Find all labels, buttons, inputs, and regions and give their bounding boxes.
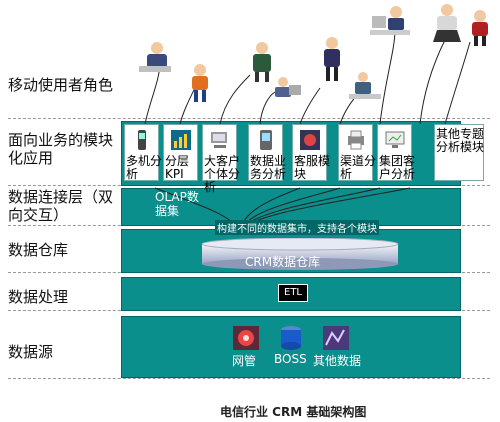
printer-icon [348, 130, 364, 150]
phone-icon [138, 130, 146, 150]
person-icon-5 [324, 37, 340, 81]
person-icon-4 [275, 77, 301, 97]
module-key-account-analysis[interactable]: 大客户个体分析 [202, 124, 240, 194]
diagram-caption: 电信行业 CRM 基础架构图 [220, 405, 367, 419]
monitor-icon [385, 131, 405, 148]
data-icon [323, 326, 349, 350]
source-boss-label: BOSS [274, 352, 307, 366]
database-icon [281, 326, 301, 350]
chart-icon [171, 130, 191, 150]
layer-data-processing: 数据处理 [8, 288, 69, 306]
olap-dataset-label: OLAP数据集 [155, 190, 199, 218]
person-icon-9 [472, 10, 488, 46]
separator-source [8, 378, 490, 379]
network-icon [233, 326, 259, 350]
module-channel-analysis[interactable]: 渠道分析 [338, 124, 376, 181]
layer-business-modules: 面向业务的模块化应用 [8, 131, 114, 167]
pda-icon [260, 130, 272, 150]
source-network-label: 网管 [232, 354, 257, 368]
person-icon-6 [349, 72, 381, 99]
module-data-service-analysis[interactable]: 数据业务分析 [248, 124, 286, 181]
person-icon-7 [370, 6, 410, 35]
computer-icon [211, 132, 227, 148]
crm-warehouse-label: CRM数据仓库 [245, 255, 321, 269]
layer-mobile-roles: 移动使用者角色 [8, 76, 114, 94]
layer-data-warehouse: 数据仓库 [8, 241, 69, 259]
module-customer-service[interactable]: 客服模块 [292, 124, 330, 181]
layer-data-connection: 数据连接层（双向交互） [8, 188, 114, 224]
separator-roles [8, 118, 490, 119]
service-icon [300, 130, 320, 150]
module-tiered-kpi[interactable]: 分层KPI [163, 124, 198, 181]
layer-data-source: 数据源 [8, 343, 54, 361]
person-icon-3 [253, 42, 271, 82]
person-icon-2 [192, 64, 208, 102]
module-group-customer-analysis[interactable]: 集团客户分析 [377, 124, 415, 181]
module-other-topics[interactable]: 其他专题分析模块 [434, 124, 484, 181]
etl-label: ETL [284, 287, 302, 298]
module-multi-device-analysis[interactable]: 多机分析 [124, 124, 162, 181]
etl-box: ETL [278, 284, 308, 302]
crm-warehouse-cylinder [201, 238, 399, 270]
source-other-label: 其他数据 [313, 354, 362, 368]
data-mart-label: 构建不同的数据集市，支持各个模块 [215, 220, 379, 235]
person-icon-1 [139, 42, 171, 72]
person-icon-8 [433, 4, 461, 42]
